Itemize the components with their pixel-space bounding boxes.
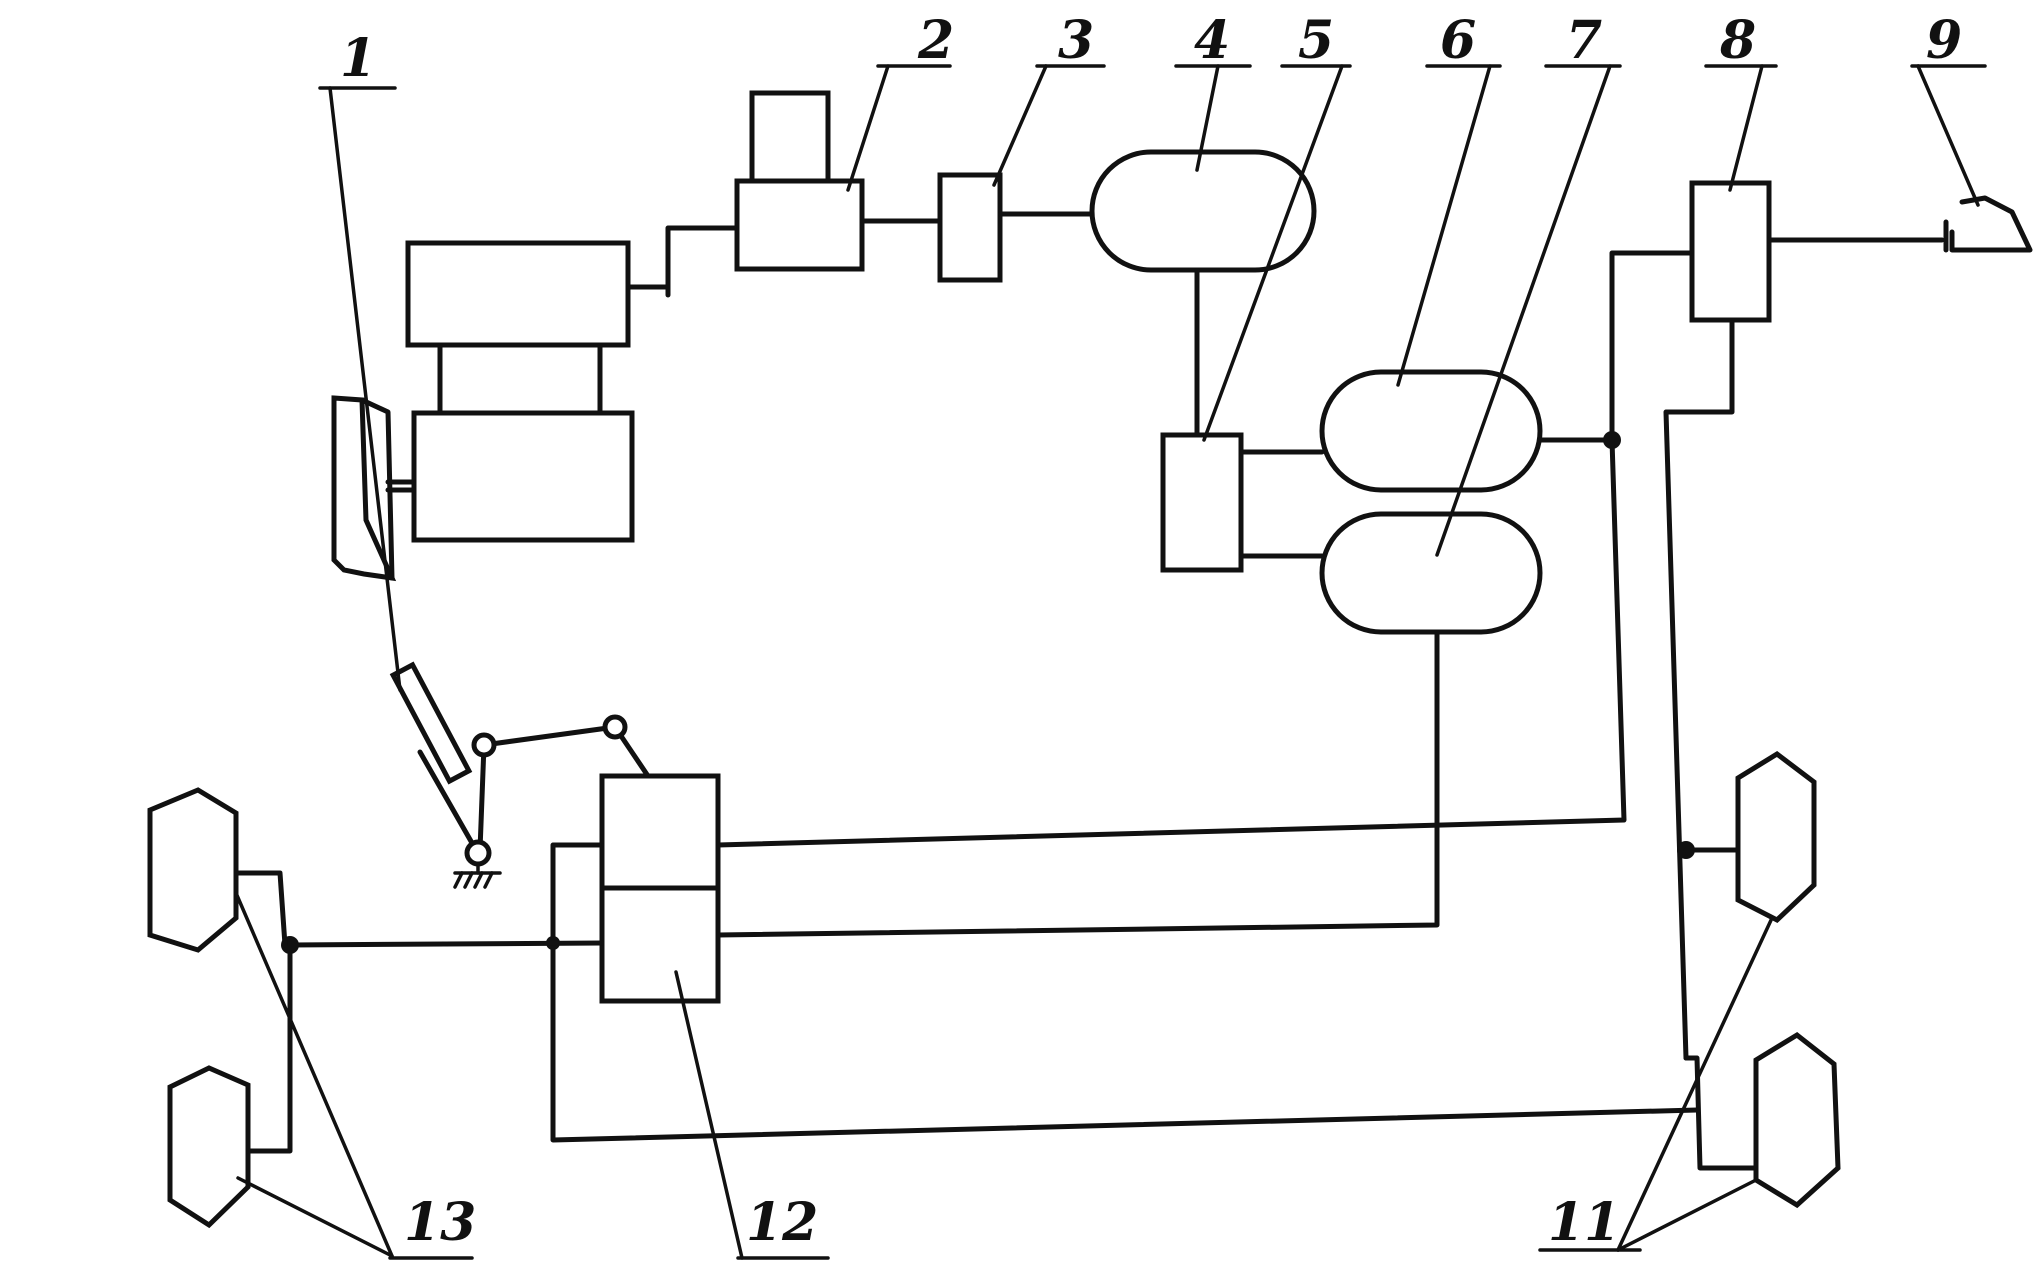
air-receiver-7 <box>1319 511 1543 635</box>
engine-assembly <box>331 225 740 582</box>
rear-brake-chamber-lower <box>1753 1031 1841 1209</box>
compressor-body <box>734 178 865 272</box>
front-brake-chamber-lower <box>167 1065 251 1229</box>
compressor-head <box>749 90 831 184</box>
protection-valve <box>1160 432 1244 573</box>
engine-upper-block <box>405 240 631 348</box>
pressure-regulator <box>937 172 1003 283</box>
engine-lower-block <box>411 410 635 543</box>
rear-brake-chamber-upper <box>1735 750 1817 924</box>
label-1: 1 <box>340 28 376 89</box>
pulley-icon <box>331 395 397 582</box>
brake-valve-upper <box>599 773 721 891</box>
label-12: 12 <box>746 1192 818 1253</box>
trailer-control-valve <box>1689 180 1772 323</box>
label-6: 6 <box>1440 10 1476 71</box>
callouts: 1 2 3 4 5 6 7 8 9 11 12 1 <box>234 10 1987 1260</box>
label-2: 2 <box>917 10 954 71</box>
air-receiver-4 <box>1089 149 1317 273</box>
front-brake-chambers <box>147 787 293 1229</box>
label-3: 3 <box>1058 10 1094 71</box>
brake-pedal <box>389 661 473 785</box>
rear-brake-chambers <box>1735 750 1841 1209</box>
label-4: 4 <box>1194 10 1230 71</box>
label-8: 8 <box>1719 10 1756 71</box>
front-brake-chamber-upper <box>147 787 239 953</box>
brake-valve-lower <box>599 885 721 1004</box>
label-11: 11 <box>1548 1192 1620 1253</box>
label-7: 7 <box>1566 10 1602 71</box>
air-receiver-6 <box>1319 369 1543 493</box>
compressor <box>734 90 865 272</box>
label-5: 5 <box>1298 10 1334 71</box>
coupling-head <box>1943 195 2033 253</box>
label-9: 9 <box>1926 10 1962 71</box>
label-13: 13 <box>404 1192 476 1253</box>
brake-pedal-linkage <box>389 661 651 889</box>
